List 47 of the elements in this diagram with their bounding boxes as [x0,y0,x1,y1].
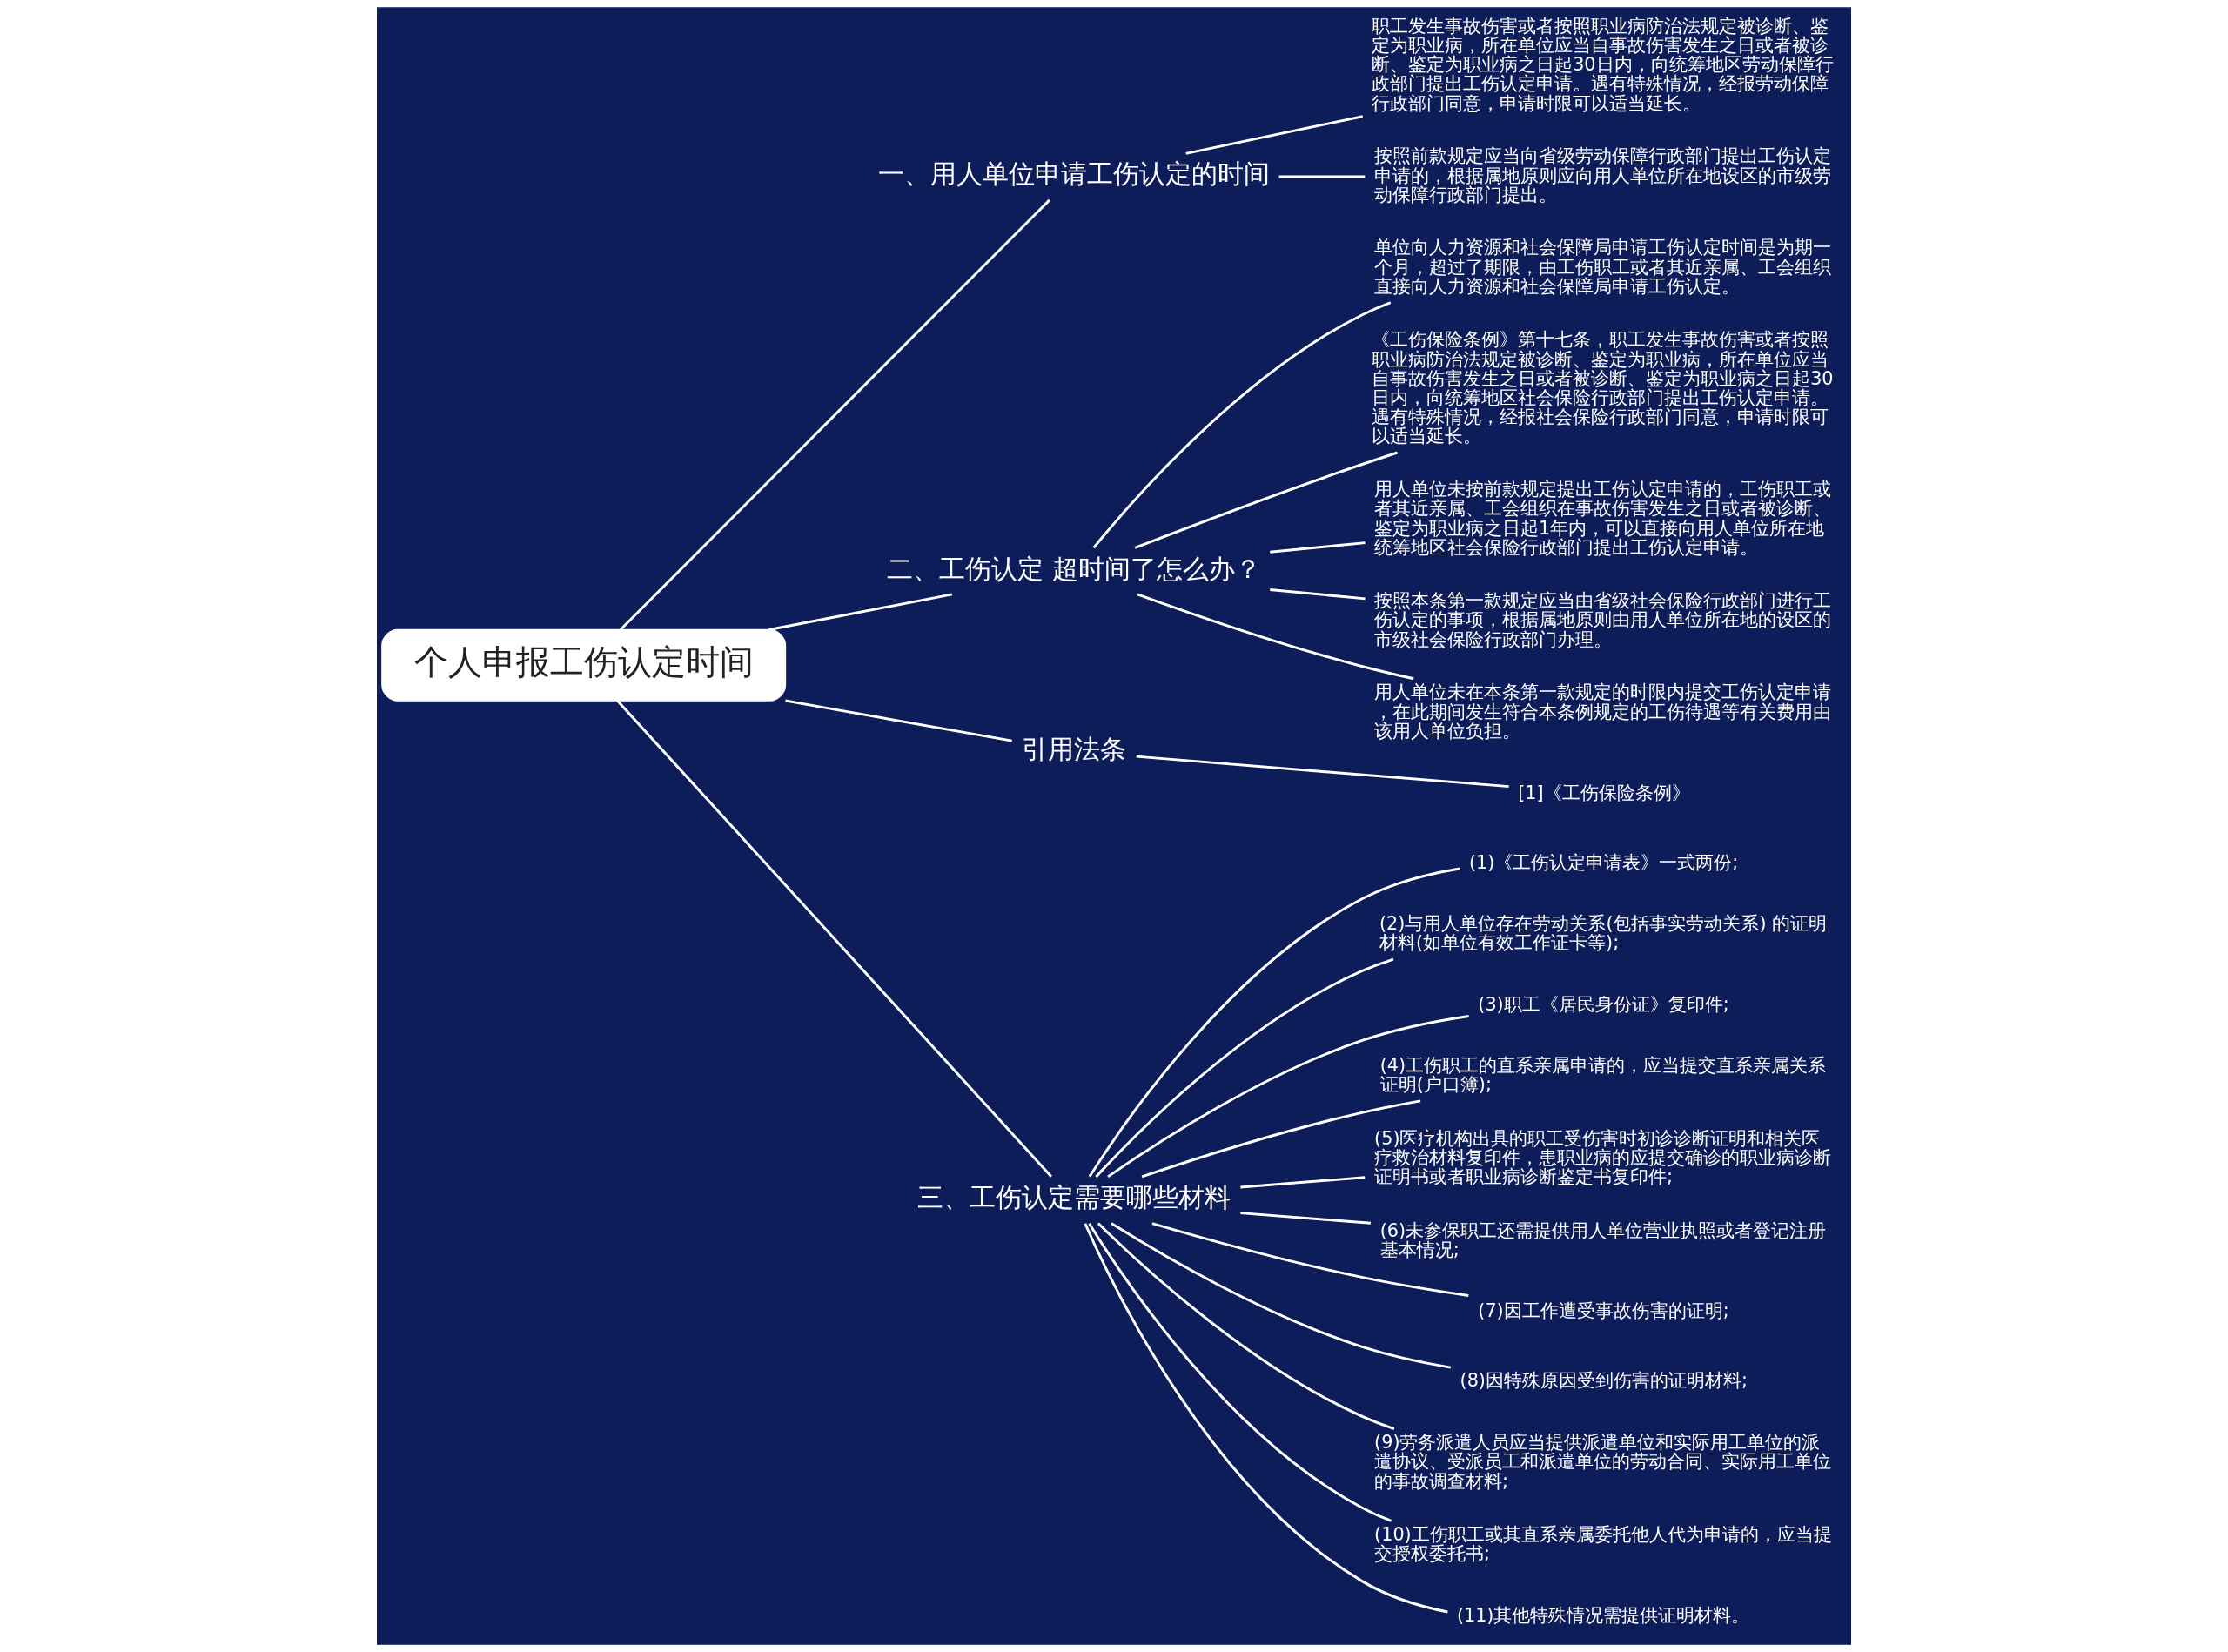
node-text: 用人单位未在本条第一款规定的时限内提交工伤认定申请，在此期间发生符合本条例规定的工伤待遇等有关费用由该用人单位负担。 [1374,682,1832,742]
connector [1136,755,1509,789]
connector [1107,1015,1469,1179]
node-text: (6)未参保职工还需提供用人单位营业执照或者登记注册基本情况; [1379,1219,1827,1260]
node-text: 职工发生事故伤害或者按照职业病防治法规定被诊断、鉴定为职业病，所在单位应当自事故伤害发生之日或者被诊断、鉴定为职业病之日起30日内，向统筹地区劳动保障行政部门提出工伤认定申请。遇有特殊情况，经报劳动保障行政部门同意，申请时限可以适当延长。 [1372,15,1834,114]
connector [1088,867,1460,1178]
connector [1095,957,1394,1179]
connector [1151,1222,1469,1297]
node-text: (11)其他特殊情况需提供证明材料。 [1456,1604,1750,1626]
connector [1278,175,1366,178]
connector [1111,1222,1452,1369]
node-text: 一、用人单位申请工伤认定的时间 [878,159,1271,190]
node-text: 按照前款规定应当向省级劳动保障行政部门提出工伤认定申请的，根据属地原则应向用人单位所在地设区的市级劳动保障行政部门提出。 [1374,145,1832,205]
connector [1185,115,1364,155]
node-text: (8)因特殊原因受到伤害的证明材料; [1460,1370,1748,1392]
node-text: (5)医疗机构出具的职工受伤害时初诊诊断证明和相关医疗救治材料复印件，患职业病的应提交确诊的职业病诊断证明书或者职业病诊断鉴定书复印件; [1374,1127,1832,1188]
connector [616,700,1052,1178]
node-text: (7)因工作遭受事故伤害的证明; [1478,1300,1729,1322]
node-text: (10)工伤职工或其直系亲属委托他人代为申请的，应当提交授权委托书; [1374,1524,1832,1565]
connector [1084,1223,1448,1614]
connector [619,198,1050,631]
node-text: (1)《工伤认定申请表》一式两份; [1468,851,1739,873]
node-text: (4)工伤职工的直系亲属申请的，应当提交直系亲属关系证明(户口簿); [1379,1055,1827,1096]
node-text: 三、工伤认定需要哪些材料 [917,1183,1231,1213]
connector [1134,451,1398,549]
connector [1240,1212,1372,1225]
node-text: 按照本条第一款规定应当由省级社会保险行政部门进行工伤认定的事项，根据属地原则由用人单位所在地的设区的市级社会保险行政部门办理。 [1374,590,1832,650]
connector [785,699,1012,742]
node-text: 用人单位未按前款规定提出工伤认定申请的，工伤职工或者其近亲属、工会组织在事故伤害发生之日或者被诊断、鉴定为职业病之日起1年内，可以直接向用人单位所在地统筹地区社会保险行政部门提出工伤认定申请。 [1374,479,1832,558]
connector [1270,541,1366,554]
connector [1097,1222,1395,1430]
connector [768,593,953,631]
connector [1270,588,1366,601]
connector [1092,301,1392,549]
node-text: [1]《工伤保险条例》 [1518,782,1690,803]
node-text: 引用法条 [1022,734,1127,764]
connector [1137,593,1414,681]
node-box: 个人申报工伤认定时间 [381,628,787,702]
node-text: 单位向人力资源和社会保障局申请工伤认定时间是为期一个月，超过了期限，由工伤职工或者其近亲属、工会组织直接向人力资源和社会保障局申请工伤认定。 [1374,237,1832,297]
node-text: 二、工伤认定 超时间了怎么办？ [887,554,1261,584]
node-text: (3)职工《居民身份证》复印件; [1478,993,1729,1015]
node-text: 《工伤保险条例》第十七条，职工发生事故伤害或者按照职业病防治法规定被诊断、鉴定为职业病，所在单位应当自事故伤害发生之日或者被诊断、鉴定为职业病之日起30日内，向统筹地区社会保险行政部门提出工伤认定申请。遇有特殊情况，经报社会保险行政部门同意，申请时限可以适当延长。 [1372,329,1834,447]
connector [1240,1176,1366,1189]
node-text: (2)与用人单位存在劳动关系(包括事实劳动关系) 的证明材料(如单位有效工作证卡等); [1379,913,1828,954]
connector [1088,1222,1392,1522]
node-text: (9)劳务派遣人员应当提供派遣单位和实际用工单位的派遣协议、受派员工和派遣单位的劳动合同、实际用工单位的事故调查材料; [1374,1432,1832,1492]
connector [1141,1099,1421,1179]
